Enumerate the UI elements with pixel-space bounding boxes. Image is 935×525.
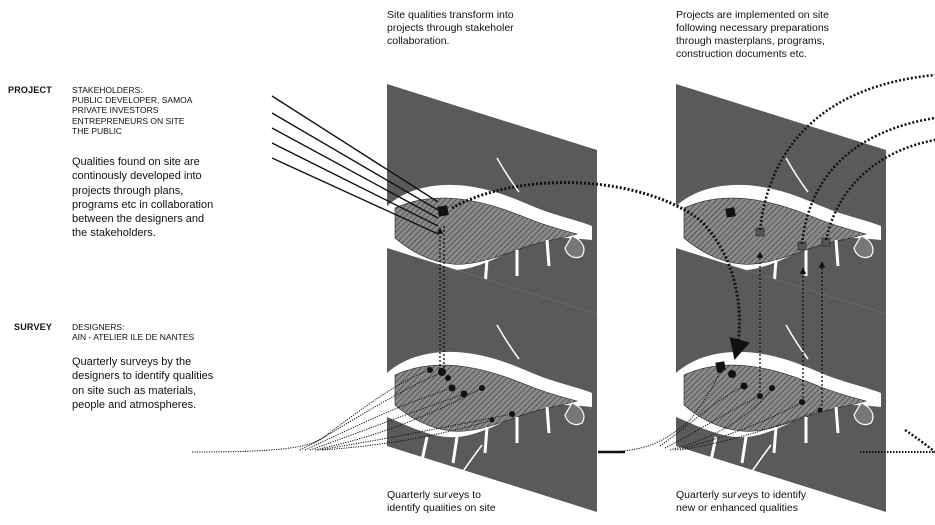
survey-fan-right [597, 369, 821, 453]
middle-project-marker [437, 205, 449, 217]
survey-fan-middle [191, 369, 513, 453]
designers-list: DESIGNERS: AIN - ATELIER ILE DE NANTES [72, 322, 195, 343]
survey-points-middle [427, 367, 515, 423]
caption-bottom-right: Quarterly surveys to identify new or enh… [676, 489, 807, 515]
stakeholder-lines [271, 95, 439, 235]
survey-label: SURVEY [14, 322, 53, 332]
right-vertical-links [756, 251, 826, 410]
caption-top-middle: Site qualities transform into projects t… [387, 9, 514, 48]
caption-bottom-middle: Quarterly surveys to identify qualities … [387, 489, 496, 515]
implementation-arcs [758, 73, 935, 245]
survey-description: Quarterly surveys by the designers to id… [72, 356, 214, 411]
stakeholders-list: STAKEHOLDERS: PUBLIC DEVELOPER, SAMOA PR… [72, 85, 193, 136]
project-label: PROJECT [8, 85, 52, 95]
caption-top-right: Projects are implemented on site followi… [676, 9, 829, 61]
project-description: Qualities found on site are continously … [72, 156, 214, 240]
project-to-survey-arc [451, 181, 750, 361]
